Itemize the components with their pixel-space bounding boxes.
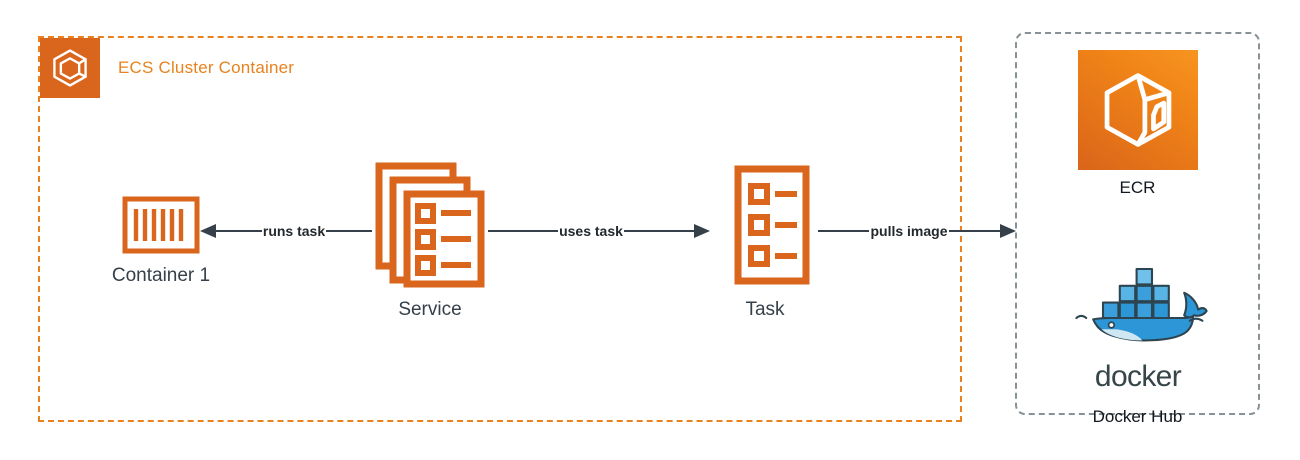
- ecs-cluster-icon: [40, 38, 100, 98]
- docker-wordmark: docker: [1094, 360, 1181, 393]
- docker-whale-icon: [1074, 267, 1208, 342]
- edge-pulls-image: pulls image: [818, 220, 1016, 242]
- task-document-icon: [734, 165, 810, 285]
- edge-uses-task-label: uses task: [559, 223, 623, 239]
- ecs-cluster-boundary: [38, 36, 962, 422]
- service-stacked-documents-icon: [375, 162, 485, 288]
- edge-pulls-image-label: pulls image: [870, 223, 948, 239]
- node-service-label: Service: [398, 299, 462, 320]
- registry-boundary: [1015, 32, 1260, 415]
- edge-line: [818, 230, 870, 232]
- node-docker-hub[interactable]: docker Docker Hub: [1015, 248, 1260, 427]
- node-task-label: Task: [745, 299, 785, 320]
- edge-line: [326, 230, 372, 232]
- node-docker-hub-label: Docker Hub: [1092, 407, 1183, 426]
- ecs-cluster-header: ECS Cluster Container: [40, 38, 294, 98]
- ecs-cluster-title: ECS Cluster Container: [118, 58, 295, 77]
- edge-line: [216, 230, 262, 232]
- edge-line: [623, 230, 695, 232]
- edge-uses-task: uses task: [488, 220, 711, 242]
- edge-runs-task: runs task: [200, 220, 372, 242]
- edge-runs-task-label: runs task: [262, 223, 326, 239]
- node-container1[interactable]: Container 1: [96, 196, 226, 287]
- arrowhead-right-icon: [1000, 224, 1016, 238]
- node-task[interactable]: Task: [705, 164, 825, 321]
- svg-text:docker: docker: [1094, 360, 1181, 393]
- arrowhead-right-icon: [694, 224, 711, 238]
- container-icon: [122, 196, 200, 254]
- node-service[interactable]: Service: [365, 162, 495, 321]
- arrowhead-left-icon: [200, 224, 216, 238]
- node-ecr[interactable]: ECR: [1015, 50, 1260, 198]
- node-ecr-label: ECR: [1119, 178, 1156, 197]
- ecr-icon: [1077, 50, 1198, 170]
- edge-line: [948, 230, 1000, 232]
- node-container1-label: Container 1: [111, 265, 211, 286]
- edge-line: [488, 230, 559, 232]
